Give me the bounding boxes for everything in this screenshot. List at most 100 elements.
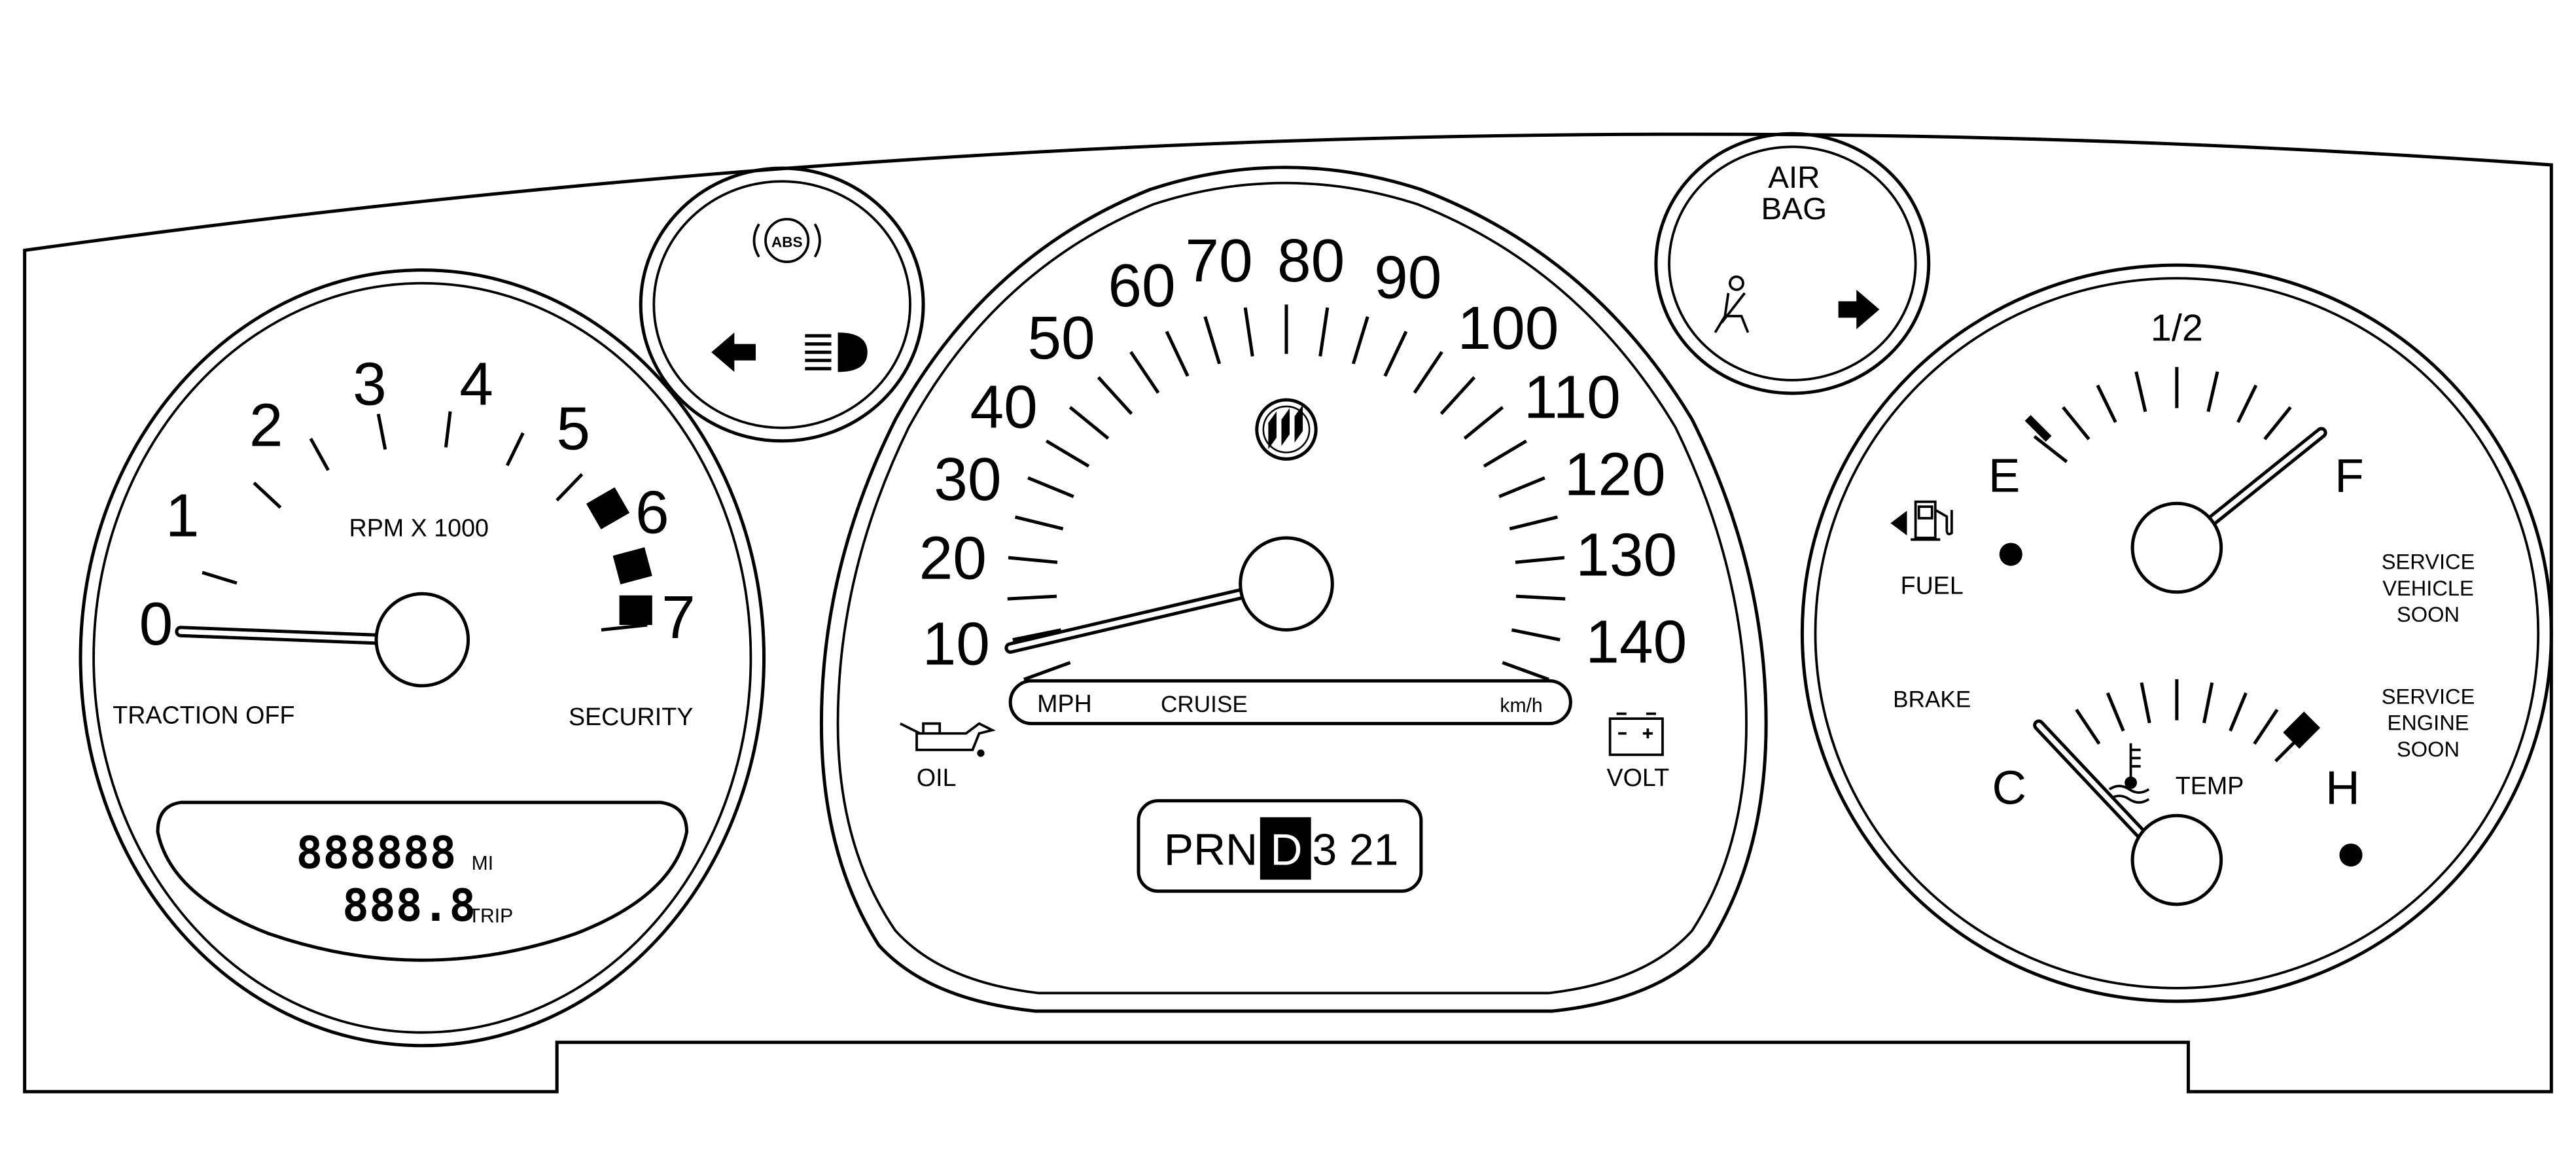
gear-indicator-box (1137, 799, 1423, 893)
fuel-empty-block (2024, 415, 2052, 442)
temp-hot-zone-block (2283, 711, 2321, 749)
speed-number-40: 40 (970, 373, 1037, 441)
fuel-tick (2134, 371, 2147, 412)
tach-tick (202, 571, 238, 585)
temp-cold-label: C (1992, 762, 2026, 815)
speed-number-100: 100 (1457, 294, 1559, 362)
fuel-full-label: F (2335, 450, 2363, 503)
fuel-warning-dot (1999, 543, 2022, 566)
gear-selected: D (1271, 826, 1303, 875)
abs-pod-outer (639, 166, 925, 443)
speedometer-needle-inner (1008, 590, 1252, 650)
fuel-ticks (2033, 366, 2321, 463)
fuel-tick (2263, 406, 2292, 440)
fuel-tick (2236, 384, 2258, 423)
speed-tick (1165, 330, 1190, 377)
volt-label: VOLT (1607, 764, 1670, 791)
temp-tick (2253, 709, 2279, 745)
speed-number-60: 60 (1108, 251, 1175, 319)
temp-tick (2140, 682, 2151, 724)
speed-tick (1483, 439, 1528, 468)
speed-tick (1515, 556, 1565, 564)
speed-tick (1413, 351, 1443, 394)
odometer-window (156, 800, 689, 962)
speed-tick (1007, 594, 1057, 601)
speed-number-120: 120 (1564, 440, 1666, 508)
speed-number-50: 50 (1027, 304, 1095, 372)
speed-number-20: 20 (919, 524, 987, 592)
temp-label: TEMP (2176, 772, 2244, 800)
tach-number-2: 2 (249, 391, 283, 459)
speed-tick (1068, 406, 1110, 440)
speed-tick (1509, 515, 1559, 531)
speedometer-bezel-outer (819, 166, 1768, 1013)
speed-number-10: 10 (923, 609, 990, 677)
speed-tick (1515, 594, 1566, 601)
abs-label: ABS (771, 234, 803, 251)
tachometer-dial (92, 281, 752, 1034)
redline-block (619, 595, 652, 626)
tach-tick (253, 482, 282, 509)
speed-tick (1383, 330, 1408, 377)
speed-tick (1351, 316, 1369, 365)
odometer-unit: MI (472, 853, 493, 874)
speed-tick (1502, 661, 1549, 681)
mph-label: MPH (1037, 690, 1092, 717)
speed-number-30: 30 (934, 445, 1001, 513)
seatbelt-icon (1714, 275, 1750, 334)
left-turn-arrow-icon (711, 332, 756, 372)
gear-selected-box (1260, 817, 1311, 880)
service-engine-line2: ENGINE (2387, 711, 2469, 735)
speed-number-90: 90 (1374, 243, 1441, 311)
gear-321: 3 21 (1312, 826, 1398, 875)
speed-tick (1498, 476, 1545, 499)
tach-number-0: 0 (139, 590, 173, 658)
tachometer-bezel (79, 268, 766, 1048)
speedometer: 10 20 30 40 50 60 70 80 90 100 110 120 1… (819, 166, 1768, 1013)
redline-block (612, 547, 652, 584)
oil-can-icon (900, 722, 996, 757)
temp-tick (2106, 692, 2125, 732)
speedometer-bezel-inner (836, 181, 1748, 995)
fuel-temp-gauge: 1/2 E F FUEL BRAKE SERVICE VEHICLE SOON … (1800, 263, 2553, 1003)
abs-pod-inner (652, 180, 911, 429)
service-engine-line3: SOON (2397, 737, 2460, 761)
abs-icon: ABS (752, 217, 821, 263)
service-vehicle-line1: SERVICE (2382, 550, 2475, 574)
tach-number-3: 3 (353, 350, 387, 418)
fuel-hub (2130, 501, 2223, 594)
speed-tick (1097, 376, 1133, 415)
tach-number-7: 7 (662, 583, 696, 651)
tach-number-4: 4 (459, 350, 493, 418)
speed-tick (1511, 628, 1561, 642)
speed-tick (1027, 476, 1074, 499)
speed-tick (1129, 351, 1160, 394)
speed-tick (1243, 307, 1254, 357)
temp-tick (2229, 692, 2248, 732)
airbag-label-line1: AIR (1768, 160, 1820, 195)
service-vehicle-line3: SOON (2397, 602, 2460, 626)
airbag-pod-inner (1668, 145, 1917, 382)
redline-line (601, 623, 648, 632)
fuel-tick (2096, 384, 2117, 423)
speed-number-110: 110 (1524, 363, 1621, 431)
service-engine-line1: SERVICE (2382, 685, 2475, 709)
odometer-digits: 888888 (296, 827, 457, 879)
tach-number-6: 6 (635, 478, 669, 546)
speed-tick (1463, 406, 1504, 440)
cruise-label: CRUISE (1161, 692, 1248, 717)
speed-number-70: 70 (1185, 226, 1252, 294)
fuel-needle-inner (2202, 430, 2324, 529)
fuel-empty-label: E (1988, 450, 2020, 503)
tach-tick (444, 411, 452, 448)
fuel-pump-icon (1890, 500, 1953, 541)
tachometer-needle-inner (178, 629, 397, 643)
fuel-temp-bezel (1800, 263, 2553, 1003)
tach-number-5: 5 (556, 394, 590, 462)
kmh-label: km/h (1500, 695, 1542, 717)
tach-tick (309, 437, 330, 471)
speed-tick (1014, 515, 1064, 531)
speed-tick (1023, 661, 1071, 681)
speed-info-bar (1008, 679, 1572, 726)
